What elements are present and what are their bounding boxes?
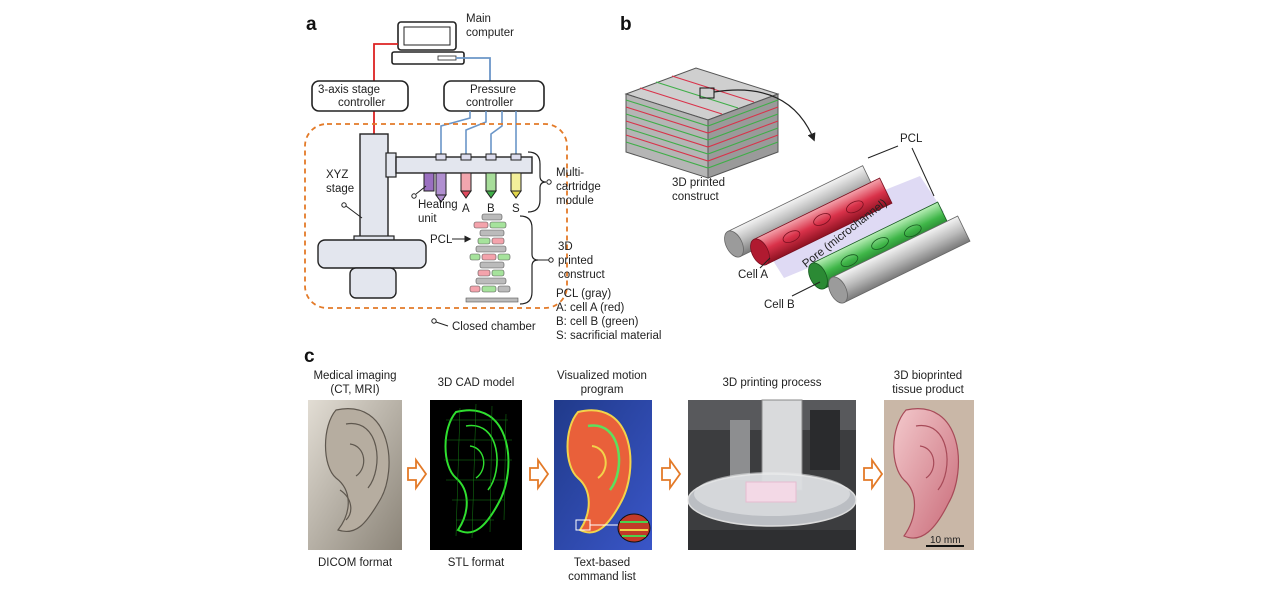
scale-bar-label: 10 mm <box>930 535 961 546</box>
panel-b-letter: b <box>620 14 632 35</box>
step2-bottom: STL format <box>448 557 505 569</box>
red-cable <box>373 43 398 81</box>
stage-controller-box <box>311 80 409 112</box>
module-label-3: module <box>556 195 594 207</box>
step3-bottom-2: command list <box>568 571 637 583</box>
construct-label-1: 3D <box>558 241 573 253</box>
process-arrows <box>407 457 884 491</box>
pcl-label-b: PCL <box>900 133 923 145</box>
step3-top-1: Visualized motion <box>557 370 647 382</box>
step1-bottom: DICOM format <box>318 557 393 569</box>
construct-block <box>624 67 780 179</box>
closed-chamber-label: Closed chamber <box>452 321 536 333</box>
main-computer-label-1: Main <box>466 13 491 25</box>
step5-top-1: 3D bioprinted <box>894 370 962 382</box>
closed-chamber <box>304 123 568 309</box>
xyz-stage <box>317 133 427 299</box>
cylinder-cell-a <box>750 177 893 266</box>
legend-cell-b: B: cell B (green) <box>556 316 639 328</box>
step3-top-2: program <box>581 384 624 396</box>
pore-plane <box>760 176 944 278</box>
cartridge-label-b: B <box>487 203 495 215</box>
legend-pcl: PCL (gray) <box>556 288 611 300</box>
pressure-controller-label-1: Pressure <box>470 84 516 96</box>
ear-cad-model-image <box>430 400 522 550</box>
panel-c: c Medical imaging (CT, MRI) 3D CAD model… <box>304 346 974 583</box>
pressure-controller-box <box>443 80 545 112</box>
cylinder-pcl-2 <box>828 215 971 304</box>
construct-label-b-1: 3D printed <box>672 177 725 189</box>
heating-unit-label-2: unit <box>418 213 437 225</box>
cartridges <box>423 153 522 203</box>
construct-label-2: printed <box>558 255 593 267</box>
construct-label-b-2: construct <box>672 191 719 203</box>
stage-controller-label-2: controller <box>338 97 385 109</box>
step3-bottom-1: Text-based <box>574 557 630 569</box>
xyz-stage-label-2: stage <box>326 183 354 195</box>
module-label-2: cartridge <box>556 181 601 193</box>
printed-construct-stack <box>465 213 519 303</box>
step5-top-2: tissue product <box>892 384 964 396</box>
main-computer-label-2: computer <box>466 27 514 39</box>
blue-cable <box>456 57 491 81</box>
step1-top-1: Medical imaging <box>313 370 396 382</box>
stage-controller-label-1: 3-axis stage <box>318 84 380 96</box>
pressure-lines <box>440 111 517 154</box>
cell-a-label: Cell A <box>738 269 768 281</box>
cell-b-label: Cell B <box>764 299 795 311</box>
step4-top: 3D printing process <box>722 377 821 389</box>
motion-program-image <box>554 400 652 550</box>
step2-top: 3D CAD model <box>438 377 515 389</box>
construct-label-3: construct <box>558 269 605 281</box>
step1-top-2: (CT, MRI) <box>330 384 379 396</box>
legend-sacrificial: S: sacrificial material <box>556 330 661 342</box>
zoom-arrow <box>713 89 816 142</box>
panel-c-letter: c <box>304 346 315 367</box>
printing-process-image <box>687 399 857 550</box>
ear-ct-image <box>308 400 402 550</box>
pcl-label-a: PCL <box>430 234 453 246</box>
legend-cell-a: A: cell A (red) <box>556 302 625 314</box>
heating-unit-label-1: Heating <box>418 199 458 211</box>
panel-a-letter: a <box>306 14 317 35</box>
pressure-controller-label-2: controller <box>466 97 513 109</box>
computer-icon <box>391 21 465 65</box>
cartridge-label-s: S <box>512 203 520 215</box>
panel-a: a Main computer 3-axis stage controller … <box>304 13 661 342</box>
module-label-1: Multi- <box>556 167 584 179</box>
tissue-product-image <box>884 400 974 550</box>
xyz-stage-label-1: XYZ <box>326 169 348 181</box>
cylinder-cell-b <box>808 201 951 290</box>
panel-b: b 3D printed construct <box>620 14 971 311</box>
cartridge-label-a: A <box>462 203 470 215</box>
